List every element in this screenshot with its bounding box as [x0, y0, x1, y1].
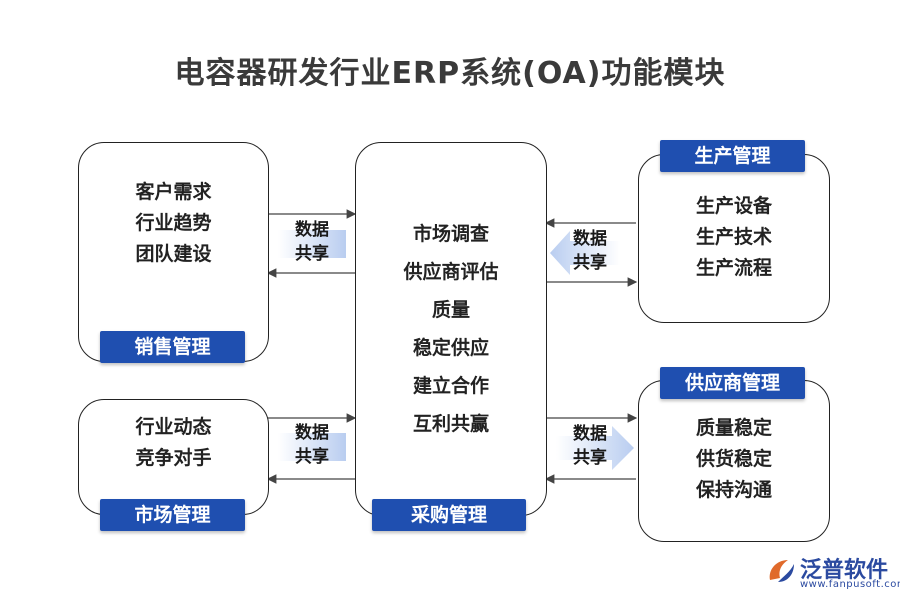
- purchase-item: 质量: [431, 299, 470, 321]
- purchase-item: 建立合作: [412, 375, 489, 397]
- supplier-item: 供货稳定: [695, 448, 772, 470]
- production-item: 生产流程: [695, 257, 772, 279]
- sales-item: 客户需求: [135, 181, 212, 203]
- sales-item: 团队建设: [135, 243, 212, 265]
- left-arrow-icon: [550, 231, 620, 275]
- sales-item: 行业趋势: [135, 212, 212, 234]
- data-share-tag-supplier: 数据 共享: [556, 422, 634, 474]
- data-share-tag-production: 数据 共享: [550, 227, 624, 279]
- production-item: 生产设备: [695, 195, 772, 217]
- data-share-line1: 数据: [295, 423, 329, 443]
- data-share-tag-market: 数据 共享: [278, 421, 346, 473]
- purchase-item: 稳定供应: [412, 337, 489, 359]
- market-item: 竞争对手: [135, 447, 212, 469]
- supplier-module-label: 供应商管理: [660, 367, 805, 399]
- supplier-item: 质量稳定: [695, 417, 772, 439]
- production-item: 生产技术: [695, 226, 772, 248]
- data-share-line2: 共享: [573, 448, 607, 468]
- market-module-label: 市场管理: [100, 499, 245, 531]
- brand-url: www.fanpusoft.com: [800, 579, 900, 590]
- purchase-module-box: 市场调查 供应商评估 质量 稳定供应 建立合作 互利共赢: [355, 142, 547, 516]
- sales-module-label: 销售管理: [100, 331, 245, 363]
- purchase-item: 供应商评估: [403, 261, 499, 283]
- data-share-line1: 数据: [295, 220, 329, 240]
- data-share-tag-sales: 数据 共享: [278, 218, 346, 270]
- brand-name: 泛普软件: [800, 558, 889, 583]
- production-module-label: 生产管理: [660, 140, 805, 172]
- data-share-line1: 数据: [573, 229, 607, 249]
- production-module-box: 生产设备 生产技术 生产流程: [638, 154, 830, 323]
- brand-logo-icon: [769, 560, 794, 582]
- data-share-line2: 共享: [295, 244, 329, 264]
- right-arrow-icon: [556, 426, 634, 470]
- purchase-item: 市场调查: [412, 223, 489, 245]
- data-share-line1: 数据: [573, 424, 607, 444]
- page-title: 电容器研发行业ERP系统(OA)功能模块: [174, 56, 726, 91]
- data-share-line2: 共享: [573, 253, 607, 273]
- purchase-item: 互利共赢: [412, 413, 489, 435]
- purchase-module-label: 采购管理: [372, 499, 526, 531]
- supplier-item: 保持沟通: [695, 479, 772, 501]
- supplier-module-box: 质量稳定 供货稳定 保持沟通: [638, 380, 830, 542]
- data-share-line2: 共享: [295, 447, 329, 467]
- market-item: 行业动态: [135, 416, 212, 438]
- sales-module-box: 客户需求 行业趋势 团队建设: [78, 142, 269, 362]
- market-module-box: 行业动态 竞争对手: [78, 399, 269, 515]
